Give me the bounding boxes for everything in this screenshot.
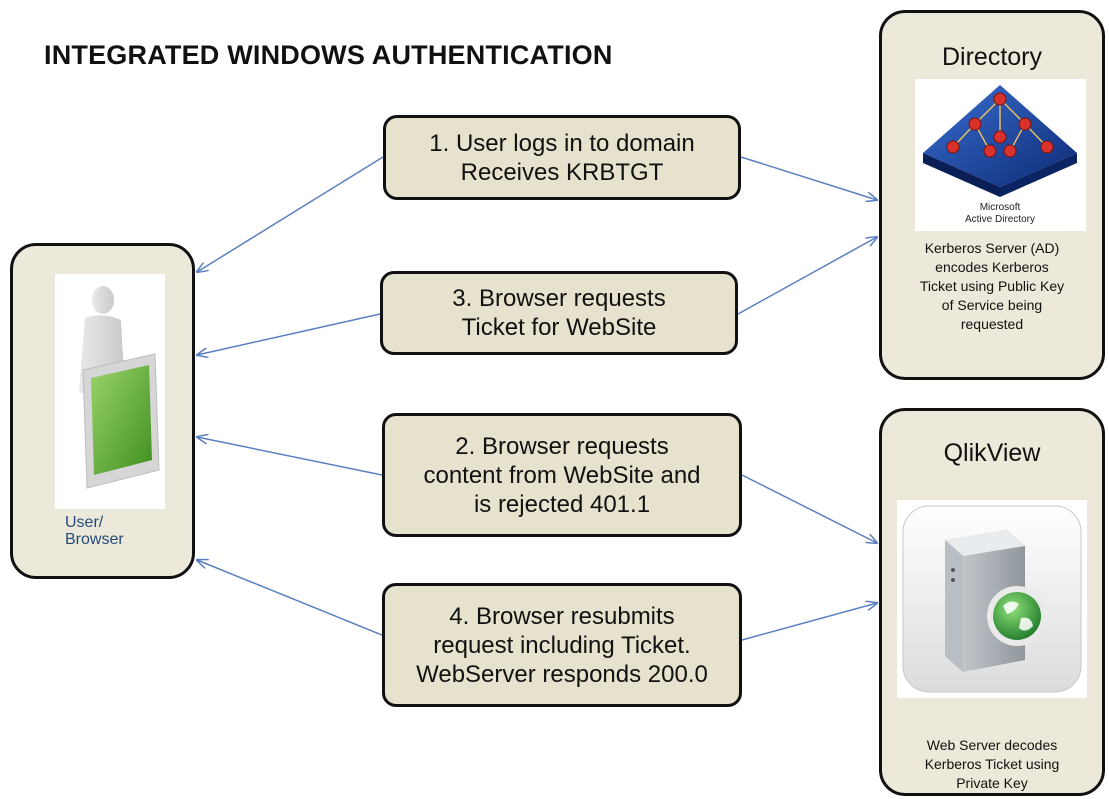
- step-2-box: 2. Browser requests content from WebSite…: [382, 413, 742, 537]
- directory-panel: Directory Microsoft: [879, 10, 1105, 380]
- user-label-line1: User/: [65, 514, 104, 531]
- step-3-box: 3. Browser requests Ticket for WebSite: [380, 271, 738, 355]
- kerberos-server-caption: Kerberos Server (AD) encodes Kerberos Ti…: [919, 240, 1065, 332]
- web-server-caption: Web Server decodes Kerberos Ticket using…: [924, 737, 1060, 791]
- qlikview-panel: QlikView: [879, 408, 1105, 796]
- arrow-step3-to-directory: [737, 237, 877, 315]
- arrow-step4-to-qlikview: [741, 603, 877, 641]
- arrow-step4-to-user: [197, 560, 383, 636]
- user-browser-label: User/ Browser: [65, 514, 124, 548]
- active-directory-logo: Microsoft Active Directory: [915, 79, 1086, 231]
- user-with-monitor-icon: [55, 274, 165, 509]
- ad-logo-text-2: Active Directory: [965, 214, 1035, 225]
- arrow-step3-to-user: [197, 313, 381, 355]
- step-4-box: 4. Browser resubmits request including T…: [382, 583, 742, 707]
- ad-logo-text-1: Microsoft: [980, 202, 1021, 213]
- step-1-box: 1. User logs in to domain Receives KRBTG…: [383, 115, 741, 200]
- web-server-icon: [897, 500, 1087, 698]
- qlikview-title: QlikView: [943, 439, 1041, 467]
- arrow-step2-to-user: [197, 437, 383, 476]
- arrow-step1-to-user: [197, 156, 384, 272]
- arrow-step2-to-qlikview: [741, 474, 877, 543]
- diagram-title: INTEGRATED WINDOWS AUTHENTICATION: [44, 40, 613, 70]
- user-label-line2: Browser: [65, 531, 124, 548]
- user-browser-panel: User/ Browser: [10, 243, 195, 579]
- arrow-step1-to-directory: [740, 156, 877, 200]
- directory-title: Directory: [941, 43, 1042, 71]
